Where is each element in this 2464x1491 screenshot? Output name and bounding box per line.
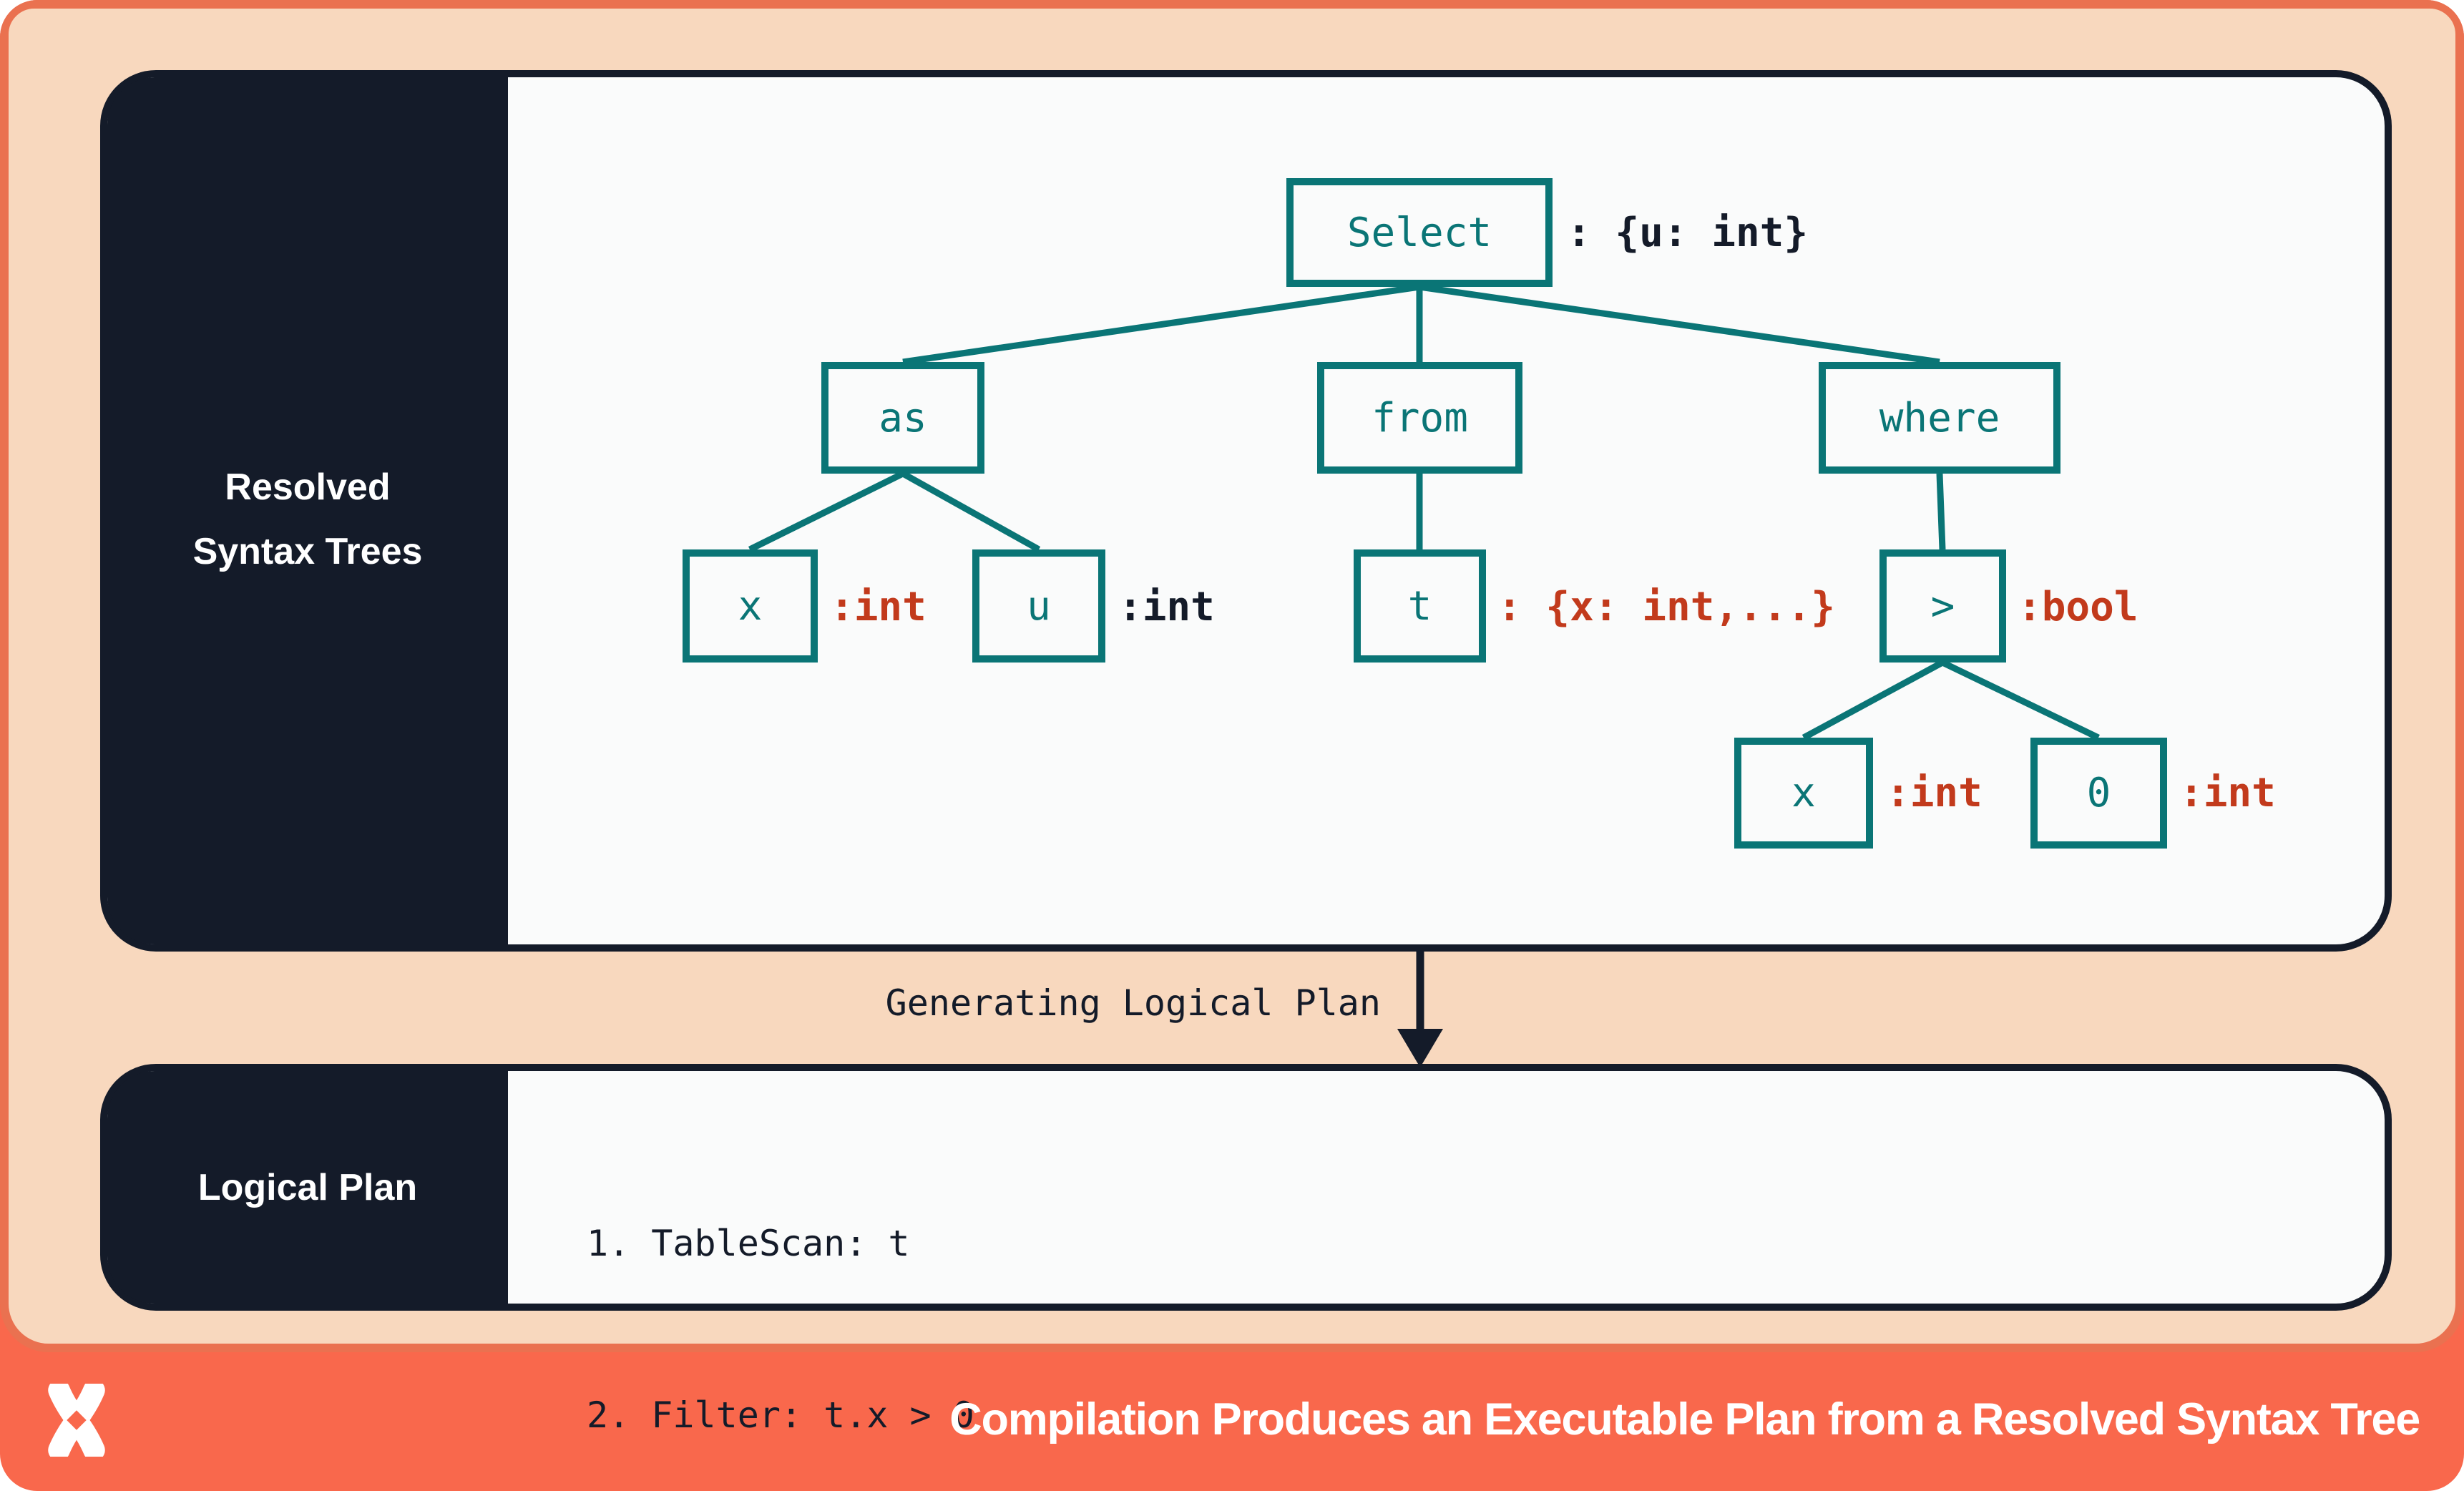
tree-node-t-under-from: t [1354,549,1486,663]
footer-bar: Compilation Produces an Executable Plan … [0,1348,2464,1491]
tree-node-as: as [821,362,984,474]
tree-node-where: where [1819,362,2060,474]
x-under-gt-type-annotation: :int [1886,769,1983,816]
rst-sidebar-title-line2: Syntax Trees [192,531,423,572]
t-under-from-type-annotation: : {x: int,...} [1497,583,1836,630]
logical-plan-panel: Logical Plan [100,1064,2392,1311]
x-under-as-type-annotation: :int [830,583,927,630]
tree-node-x-under-gt: x [1734,738,1873,849]
rst-sidebar-title: Resolved Syntax Trees [107,455,508,584]
logical-plan-step-1: 1. TableScan: t [587,1223,910,1264]
logical-plan-steps: 1. TableScan: t 2. Filter: t.x > 0 3. Pr… [587,1100,1082,1491]
tree-node-from: from [1317,362,1522,474]
tree-node-x-under-as: x [683,549,818,663]
lp-sidebar-title: Logical Plan [197,1167,418,1208]
logical-plan-step-2: 2. Filter: t.x > 0 [587,1394,974,1436]
footer-title: Compilation Produces an Executable Plan … [949,1394,2420,1444]
tree-node-zero-under-gt: 0 [2030,738,2167,849]
generating-plan-arrow [1397,952,1443,1067]
tree-node-u-under-as: u [972,549,1105,663]
gt-under-where-type-annotation: :bool [2018,583,2138,630]
resolved-syntax-trees-panel: Resolved Syntax Trees [100,70,2392,952]
zero-under-gt-type-annotation: :int [2179,769,2276,816]
tree-node-gt-under-where: > [1879,549,2006,663]
tree-node-select: Select [1286,178,1553,287]
lp-sidebar: Logical Plan [107,1071,508,1304]
rst-sidebar-title-line1: Resolved [225,466,391,508]
u-under-as-type-annotation: :int [1118,583,1215,630]
x-diamond-logo-icon [48,1384,105,1457]
generating-logical-plan-label: Generating Logical Plan [885,982,1381,1024]
rst-sidebar: Resolved Syntax Trees [107,77,508,944]
select-type-annotation: : {u: int} [1567,209,1809,256]
